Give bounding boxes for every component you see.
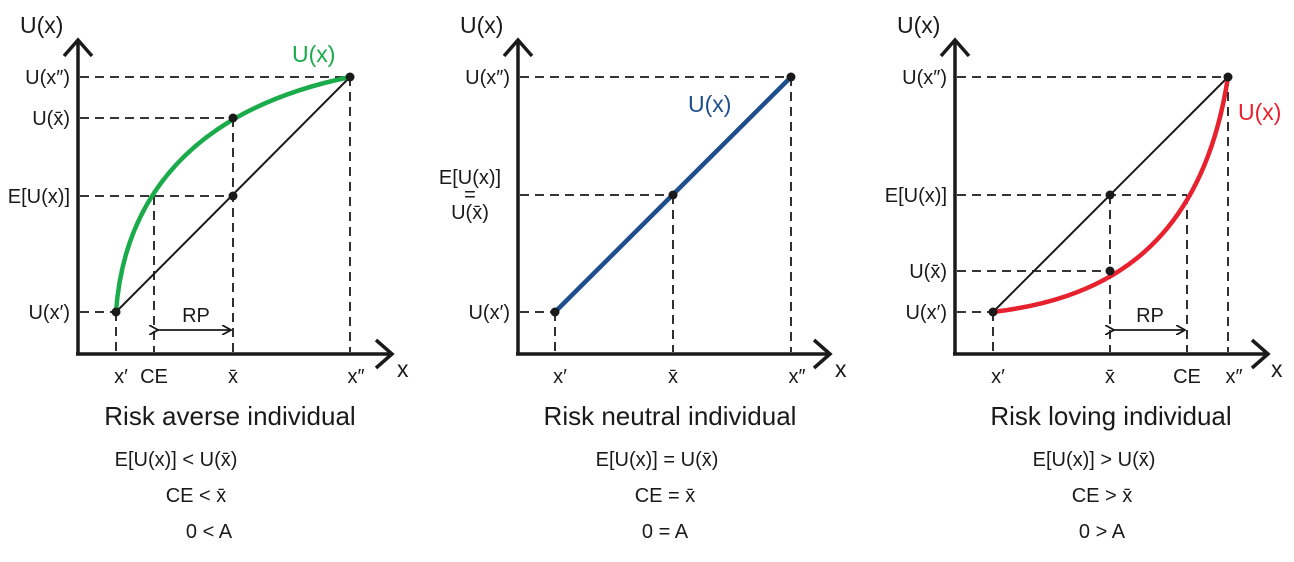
x-tick-xbar: x̄ [668,366,678,388]
point-expected-utility [228,191,238,201]
x-axis-label: x [835,356,847,382]
panel-title: Risk neutral individual [544,401,797,431]
point-high [786,72,796,82]
point-utility-mean [1105,266,1115,276]
y-tick-u-x-high: U(x″) [902,67,947,89]
y-axis-label: U(x) [20,12,63,38]
y-tick-u-x-low: U(x′) [468,302,510,324]
y-tick-u-x-high: U(x″) [465,67,510,89]
x-tick-x-low: x′ [553,366,567,388]
x-axis-label: x [1271,356,1283,382]
panel-title: Risk averse individual [104,401,355,431]
x-tick-xbar: x̄ [1105,366,1115,388]
y-tick-expected-utility: E[U(x)] [439,167,501,189]
point-mean [668,190,678,200]
point-high [345,72,355,82]
point-expected-utility [1105,190,1115,200]
y-tick-u-x-low: U(x′) [28,302,70,324]
condition-a: 0 = A [642,521,689,543]
point-low [550,307,560,317]
y-tick-u-x-low: U(x′) [905,302,947,324]
condition-a: 0 < A [186,521,233,543]
x-tick-ce: CE [1173,366,1201,388]
curve-label: U(x) [1238,99,1281,125]
panel-risk-neutral: U(x) x U(x) U(x″) E[U(x)] = U(x̄) U(x′) … [439,12,847,543]
y-tick-expected-utility: E[U(x)] [885,185,947,207]
x-axis-arrowhead [1250,338,1271,370]
utility-curve-convex [990,74,1231,315]
curve-label: U(x) [688,91,731,117]
y-tick-u-x-high: U(x″) [25,67,70,89]
x-tick-x-high: x″ [788,366,805,388]
point-low [988,307,998,317]
x-tick-x-low: x′ [114,366,128,388]
condition-utility: E[U(x)] = U(x̄) [596,449,719,471]
x-axis-arrowhead [812,338,833,370]
guide-lines [520,76,792,352]
panel-risk-loving: U(x) x U(x) U(x″) E[U(x)] U(x̄) U(x′) x′… [885,12,1283,543]
condition-utility: E[U(x)] > U(x̄) [1033,449,1156,471]
point-low [111,307,121,317]
curve-label: U(x) [292,41,335,67]
condition-ce: CE < x̄ [166,485,227,507]
y-tick-expected-utility: E[U(x)] [8,186,70,208]
panel-title: Risk loving individual [990,401,1231,431]
x-tick-x-low: x′ [991,366,1005,388]
point-utility-mean [228,113,238,123]
point-high [1223,72,1233,82]
condition-utility: E[U(x)] < U(x̄) [115,449,238,471]
condition-ce: CE > x̄ [1072,485,1133,507]
y-tick-equals: = [464,184,476,206]
y-tick-u-xbar: U(x̄) [909,261,947,283]
utility-curve-concave [113,74,353,315]
condition-a: 0 > A [1079,521,1126,543]
y-axis-label: U(x) [460,12,503,38]
panel-risk-averse: U(x) x U(x) U(x″) U(x̄) E[U(x)] U(x′) x′… [8,12,409,543]
condition-ce: CE = x̄ [635,485,696,507]
rp-label: RP [182,305,210,327]
x-tick-x-high: x″ [347,366,364,388]
x-tick-x-high: x″ [1225,366,1242,388]
x-tick-xbar: x̄ [228,366,238,388]
rp-label: RP [1136,305,1164,327]
x-axis-label: x [397,356,409,382]
x-tick-ce: CE [140,366,168,388]
y-tick-u-xbar: U(x̄) [32,108,70,130]
y-tick-u-xbar: U(x̄) [451,202,489,224]
y-axis-label: U(x) [897,12,940,38]
x-axis-arrowhead [374,338,395,370]
